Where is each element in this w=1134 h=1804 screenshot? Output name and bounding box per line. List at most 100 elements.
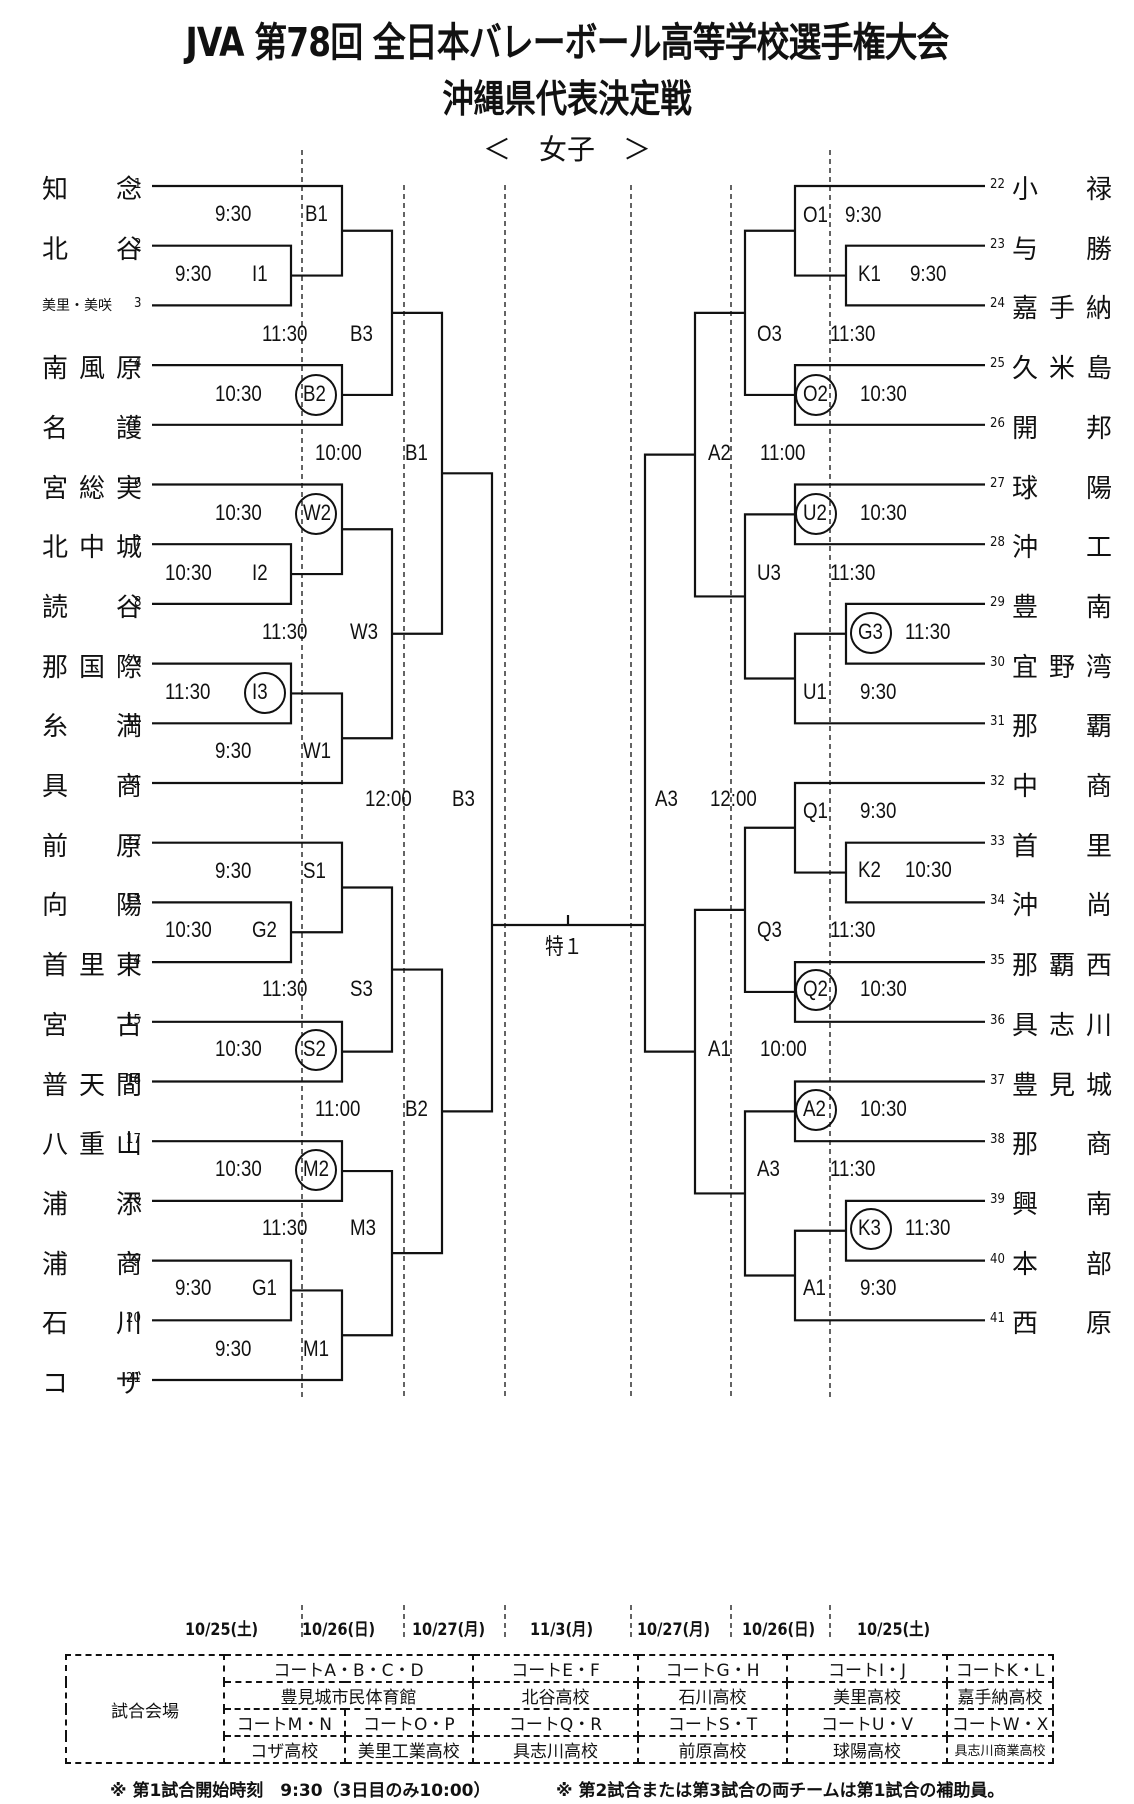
team-seed: 37 <box>990 1072 1005 1088</box>
team-seed: 31 <box>990 714 1005 730</box>
match-code: I2 <box>252 560 268 585</box>
match-code-circle <box>795 374 837 416</box>
team-name: 普天間 <box>42 1070 142 1101</box>
date-label: 10/26(日) <box>302 1620 376 1640</box>
team-seed: 34 <box>990 893 1005 909</box>
team-name: 中 商 <box>1012 772 1112 802</box>
match-M3 <box>342 1169 394 1337</box>
venue-name: 前原高校 <box>637 1735 788 1764</box>
team-name: 北 谷 <box>42 234 142 265</box>
venue-name: 球陽高校 <box>786 1735 948 1764</box>
match-time: 11:30 <box>165 679 211 704</box>
match-code: U3 <box>757 560 781 585</box>
venue-table: 試合会場 コートA・B・C・D コートE・F コートG・H コートI・J コート… <box>65 1654 1054 1764</box>
match-code-circle <box>295 493 337 535</box>
team-name: 興 南 <box>1012 1189 1112 1220</box>
match-time: 9:30 <box>215 738 252 763</box>
match-time: 11:00 <box>315 1096 361 1121</box>
match-code-circle <box>295 1149 337 1191</box>
match-time: 11:30 <box>830 560 876 585</box>
date-label: 10/27(月) <box>412 1620 486 1640</box>
venue-name: 美里高校 <box>786 1681 948 1710</box>
match-code: B1 <box>305 201 328 226</box>
venue-name: 美里工業高校 <box>343 1735 475 1764</box>
venue-name: 豊見城市民体育館 <box>223 1681 474 1710</box>
match-code: A2 <box>708 440 731 465</box>
team-seed: 36 <box>990 1012 1005 1028</box>
team-name: 名 護 <box>42 413 142 444</box>
date-label: 11/3(月) <box>530 1620 594 1640</box>
team-name: 首 里 <box>1012 831 1112 862</box>
team-seed: 15 <box>126 1012 141 1028</box>
team-seed: 14 <box>126 953 141 969</box>
match-time: 10:30 <box>215 381 262 406</box>
match-time: 9:30 <box>860 1275 897 1300</box>
team-seed: 20 <box>126 1311 141 1327</box>
match-code: W1 <box>303 738 332 763</box>
venue-court: コートM・N <box>223 1708 346 1737</box>
team-seed: 5 <box>134 415 142 431</box>
match-time: 9:30 <box>215 201 252 226</box>
team-name: 具志川 <box>1012 1010 1112 1041</box>
team-seed: 30 <box>990 654 1005 670</box>
match-code-circle <box>795 493 837 535</box>
team-name: 向 陽 <box>42 891 142 922</box>
match-time: 9:30 <box>215 1336 252 1361</box>
team-name: 那覇西 <box>1012 951 1112 982</box>
match-time: 9:30 <box>910 261 947 286</box>
venue-court: コートG・H <box>637 1654 788 1683</box>
venue-name: 具志川商業高校 <box>946 1735 1054 1764</box>
team-name: 宮総実 <box>42 473 142 504</box>
match-time: 9:30 <box>215 858 252 883</box>
team-name: 宜野湾 <box>1012 652 1112 683</box>
team-seed: 22 <box>990 177 1005 192</box>
match-code: M1 <box>303 1336 329 1361</box>
team-seed: 29 <box>990 594 1005 610</box>
match-code: I1 <box>252 261 268 286</box>
team-seed: 10 <box>126 714 141 730</box>
final-label: 特１ <box>545 934 583 959</box>
venue-name: 具志川高校 <box>472 1735 639 1764</box>
venue-court: コートW・X <box>946 1708 1054 1737</box>
team-name: 沖 工 <box>1012 533 1112 564</box>
match-time: 10:30 <box>215 1036 262 1061</box>
page-subtitle: 沖縄県代表決定戦 <box>442 77 692 121</box>
team-name: 前 原 <box>42 831 142 862</box>
match-U3 <box>743 513 795 680</box>
team-name: 那国際 <box>42 652 142 683</box>
match-code: B3 <box>350 321 373 346</box>
match-time: 9:30 <box>175 261 212 286</box>
team-seed: 32 <box>990 774 1005 789</box>
match-time: 10:30 <box>215 1156 262 1181</box>
team-name: 球 陽 <box>1012 473 1112 504</box>
match-Q3 <box>743 826 795 994</box>
team-name: 豊見城 <box>1012 1070 1112 1101</box>
team-seed: 1 <box>134 177 142 192</box>
match-time: 11:30 <box>830 917 876 942</box>
match-code-circle <box>795 969 837 1011</box>
match-code: S1 <box>303 858 326 883</box>
match-time: 10:30 <box>860 1096 907 1121</box>
team-name: 具 商 <box>42 772 142 802</box>
team-seed: 7 <box>134 535 142 551</box>
match-time: 10:30 <box>860 976 907 1001</box>
team-name: 石 川 <box>42 1309 142 1340</box>
match-code: A3 <box>655 786 678 811</box>
match-time: 9:30 <box>845 202 882 227</box>
team-name: 北中城 <box>42 533 142 564</box>
match-code: Q1 <box>803 798 828 823</box>
match-time: 10:00 <box>760 1036 807 1061</box>
team-name: 開 邦 <box>1012 413 1112 444</box>
match-time: 10:30 <box>165 917 212 942</box>
division-label: ＜ 女子 ＞ <box>482 133 651 166</box>
match-B3 <box>342 229 394 397</box>
match-code: A3 <box>757 1156 780 1181</box>
team-name: 久米島 <box>1012 354 1112 385</box>
team-name: 糸 満 <box>42 712 142 743</box>
team-seed: 9 <box>134 654 142 670</box>
match-time: 10:30 <box>165 560 212 585</box>
note-start-time: ※ 第1試合開始時刻 9:30（3日目のみ10:00） <box>110 1781 491 1801</box>
venue-name: 石川高校 <box>637 1681 788 1710</box>
match-time: 10:00 <box>315 440 362 465</box>
match-time: 10:30 <box>215 500 262 525</box>
